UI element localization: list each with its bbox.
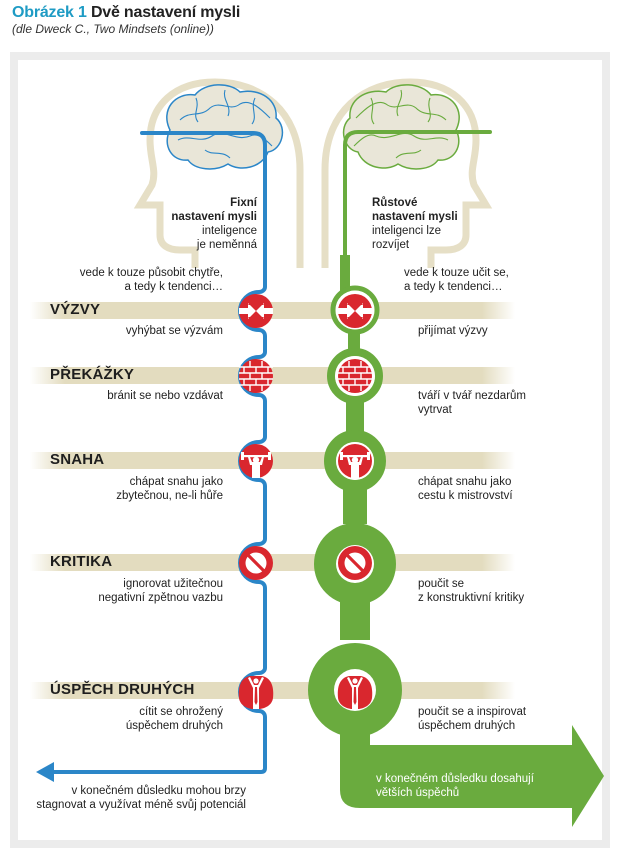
growth-heading-2: nastavení mysli — [372, 211, 458, 223]
row-bands — [30, 302, 515, 699]
fixed-mindset-header: Fixní nastavení mysli inteligence je nem… — [127, 196, 257, 252]
figure-number: Obrázek 1 — [12, 4, 87, 21]
growth-challenges-line-1: přijímat výzvy — [418, 325, 488, 337]
growth-lead-line-2: a tedy k tendenci… — [404, 281, 503, 293]
fixed-effort-text: chápat snahu jako zbytečnou, ne-li hůře — [23, 475, 223, 503]
growth-effort-text: chápat snahu jako cestu k mistrovství — [418, 475, 608, 503]
fixed-criticism-text: ignorovat užitečnou negativní zpětnou va… — [23, 577, 223, 605]
fixed-obstacles-line-1: bránit se nebo vzdávat — [107, 390, 223, 402]
fixed-lead-line-2: a tedy k tendenci… — [124, 281, 223, 293]
growth-heading: Růstové — [372, 197, 418, 209]
growth-obstacles-line-2: vytrvat — [418, 404, 452, 416]
fixed-outcome-line-2: stagnovat a využívat méně svůj potenciál — [36, 799, 246, 811]
growth-criticism-line-2: z konstruktivní kritiky — [418, 592, 525, 604]
fixed-heading: Fixní — [230, 197, 257, 209]
fixed-desc-1: inteligence — [202, 225, 257, 237]
fixed-success-line-1: cítit se ohrožený — [139, 706, 223, 718]
growth-lead-line-1: vede k touze učit se, — [404, 267, 509, 279]
fixed-challenges-line-1: vyhýbat se výzvám — [125, 325, 223, 337]
growth-criticism-prohibited-icon — [338, 546, 372, 580]
fixed-obstacles-text: bránit se nebo vzdávat — [23, 389, 223, 403]
growth-criticism-text: poučit se z konstruktivní kritiky — [418, 577, 608, 605]
fixed-obstacles-brick-wall-icon — [238, 358, 274, 394]
growth-effort-weightlifter-icon — [338, 444, 372, 478]
fixed-success-line-2: úspěchem druhých — [125, 720, 223, 732]
fixed-lead-text: vede k touze působit chytře, a tedy k te… — [23, 266, 223, 294]
growth-path — [308, 130, 604, 827]
growth-brain-icon — [342, 84, 460, 170]
fixed-challenges-arrows-inward-icon — [238, 293, 274, 329]
growth-success-text: poučit se a inspirovat úspěchem druhých — [418, 705, 608, 733]
fixed-criticism-line-1: ignorovat užitečnou — [123, 578, 223, 590]
fixed-outcome-arrowhead — [36, 762, 54, 782]
fixed-challenges-text: vyhýbat se výzvám — [23, 324, 223, 338]
fixed-criticism-prohibited-icon — [239, 546, 273, 580]
fixed-desc-2: je neměnná — [196, 239, 257, 251]
row-label-success-of-others: ÚSPĚCH DRUHÝCH — [50, 681, 195, 698]
fixed-outcome-text: v konečném důsledku mohou brzy stagnovat… — [0, 784, 246, 812]
growth-obstacles-brick-wall-icon — [337, 358, 373, 394]
fixed-success-crowd-person-icon — [238, 676, 274, 709]
growth-obstacles-line-1: tváří v tvář nezdarům — [418, 390, 527, 402]
fixed-outcome-line-1: v konečném důsledku mohou brzy — [71, 785, 246, 797]
figure-title: Obrázek 1 Dvě nastavení mysli — [12, 4, 240, 22]
figure-title-text: Dvě nastavení mysli — [90, 4, 241, 21]
fixed-effort-line-2: zbytečnou, ne-li hůře — [116, 490, 223, 502]
growth-challenges-arrows-inward-icon — [337, 293, 373, 329]
row-label-effort: SNAHA — [50, 451, 105, 468]
row-label-criticism: KRITIKA — [50, 553, 113, 570]
growth-mindset-header: Růstové nastavení mysli inteligenci lze … — [372, 196, 502, 252]
growth-obstacles-text: tváří v tvář nezdarům vytrvat — [418, 389, 608, 417]
growth-criticism-line-1: poučit se — [418, 578, 465, 590]
fixed-success-text: cítit se ohrožený úspěchem druhých — [23, 705, 223, 733]
fixed-effort-line-1: chápat snahu jako — [129, 476, 223, 488]
growth-success-crowd-person-icon — [337, 676, 373, 709]
growth-effort-line-2: cestu k mistrovství — [418, 490, 513, 502]
figure-subtitle: (dle Dweck C., Two Mindsets (online)) — [12, 22, 214, 36]
growth-outcome-line-2: větších úspěchů — [376, 787, 460, 799]
growth-desc-2: rozvíjet — [372, 239, 410, 251]
growth-outcome-line-1: v konečném důsledku dosahují — [376, 773, 534, 785]
growth-success-line-2: úspěchem druhých — [418, 720, 516, 732]
growth-lead-text: vede k touze učit se, a tedy k tendenci… — [404, 266, 604, 294]
growth-challenges-text: přijímat výzvy — [418, 324, 608, 338]
fixed-lead-line-1: vede k touze působit chytře, — [79, 267, 223, 279]
row-label-obstacles: PŘEKÁŽKY — [50, 366, 135, 383]
fixed-heading-2: nastavení mysli — [171, 211, 257, 223]
growth-outcome-text: v konečném důsledku dosahují větších úsp… — [376, 772, 576, 800]
growth-effort-line-1: chápat snahu jako — [418, 476, 512, 488]
fixed-criticism-line-2: negativní zpětnou vazbu — [98, 592, 223, 604]
fixed-effort-weightlifter-icon — [239, 444, 273, 478]
diagram-canvas — [18, 60, 602, 840]
growth-desc-1: inteligenci lze — [372, 225, 442, 237]
growth-success-line-1: poučit se a inspirovat — [418, 706, 527, 718]
row-label-challenges: VÝZVY — [50, 301, 101, 318]
